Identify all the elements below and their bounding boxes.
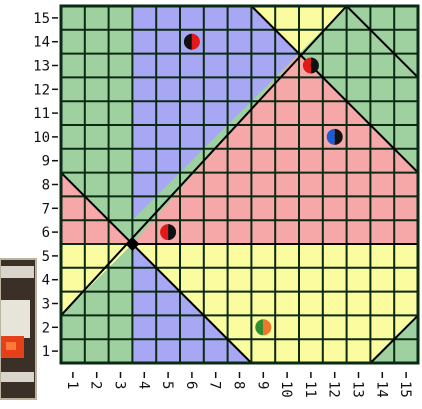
y-axis-label: 7: [42, 201, 50, 217]
x-axis-label: 2: [88, 381, 104, 389]
x-axis-label: 14: [373, 381, 389, 398]
x-axis-label: 10: [278, 381, 294, 398]
game-board: [61, 6, 418, 363]
x-axis-label: 8: [231, 381, 247, 389]
y-axis-label: 11: [33, 106, 50, 122]
piece-red-black-6[interactable]: [160, 224, 176, 240]
x-axis-label: 9: [254, 381, 270, 389]
y-axis-label: 12: [33, 82, 50, 98]
y-axis-label: 14: [33, 35, 50, 51]
x-axis-label: 12: [326, 381, 342, 398]
piece-black-red-14[interactable]: [184, 34, 200, 50]
y-axis-label: 9: [42, 154, 50, 170]
y-axis-label: 1: [42, 344, 50, 360]
y-axis-label: 2: [42, 320, 50, 336]
x-axis-label: 6: [183, 381, 199, 389]
piece-blue-black-10[interactable]: [327, 129, 343, 145]
y-axis-label: 6: [42, 225, 50, 241]
x-axis-label: 3: [112, 381, 128, 389]
y-axis-label: 3: [42, 297, 50, 313]
x-axis-label: 11: [302, 381, 318, 398]
y-axis-label: 8: [42, 178, 50, 194]
x-axis-label: 5: [159, 381, 175, 389]
y-axis-label: 5: [42, 249, 50, 265]
x-axis-label: 15: [397, 381, 413, 398]
y-axis-label: 13: [33, 59, 50, 75]
x-axis-label: 7: [207, 381, 223, 389]
x-axis-label: 1: [64, 381, 80, 389]
piece-green-orange-2[interactable]: [255, 319, 271, 335]
y-axis-label: 4: [42, 273, 50, 289]
y-axis-label: 10: [33, 130, 50, 146]
photo-thumbnail: [0, 259, 36, 399]
x-axis-label: 4: [135, 381, 151, 389]
x-axis-label: 13: [350, 381, 366, 398]
y-axis-label: 15: [33, 11, 50, 27]
piece-red-black-13[interactable]: [303, 58, 319, 74]
